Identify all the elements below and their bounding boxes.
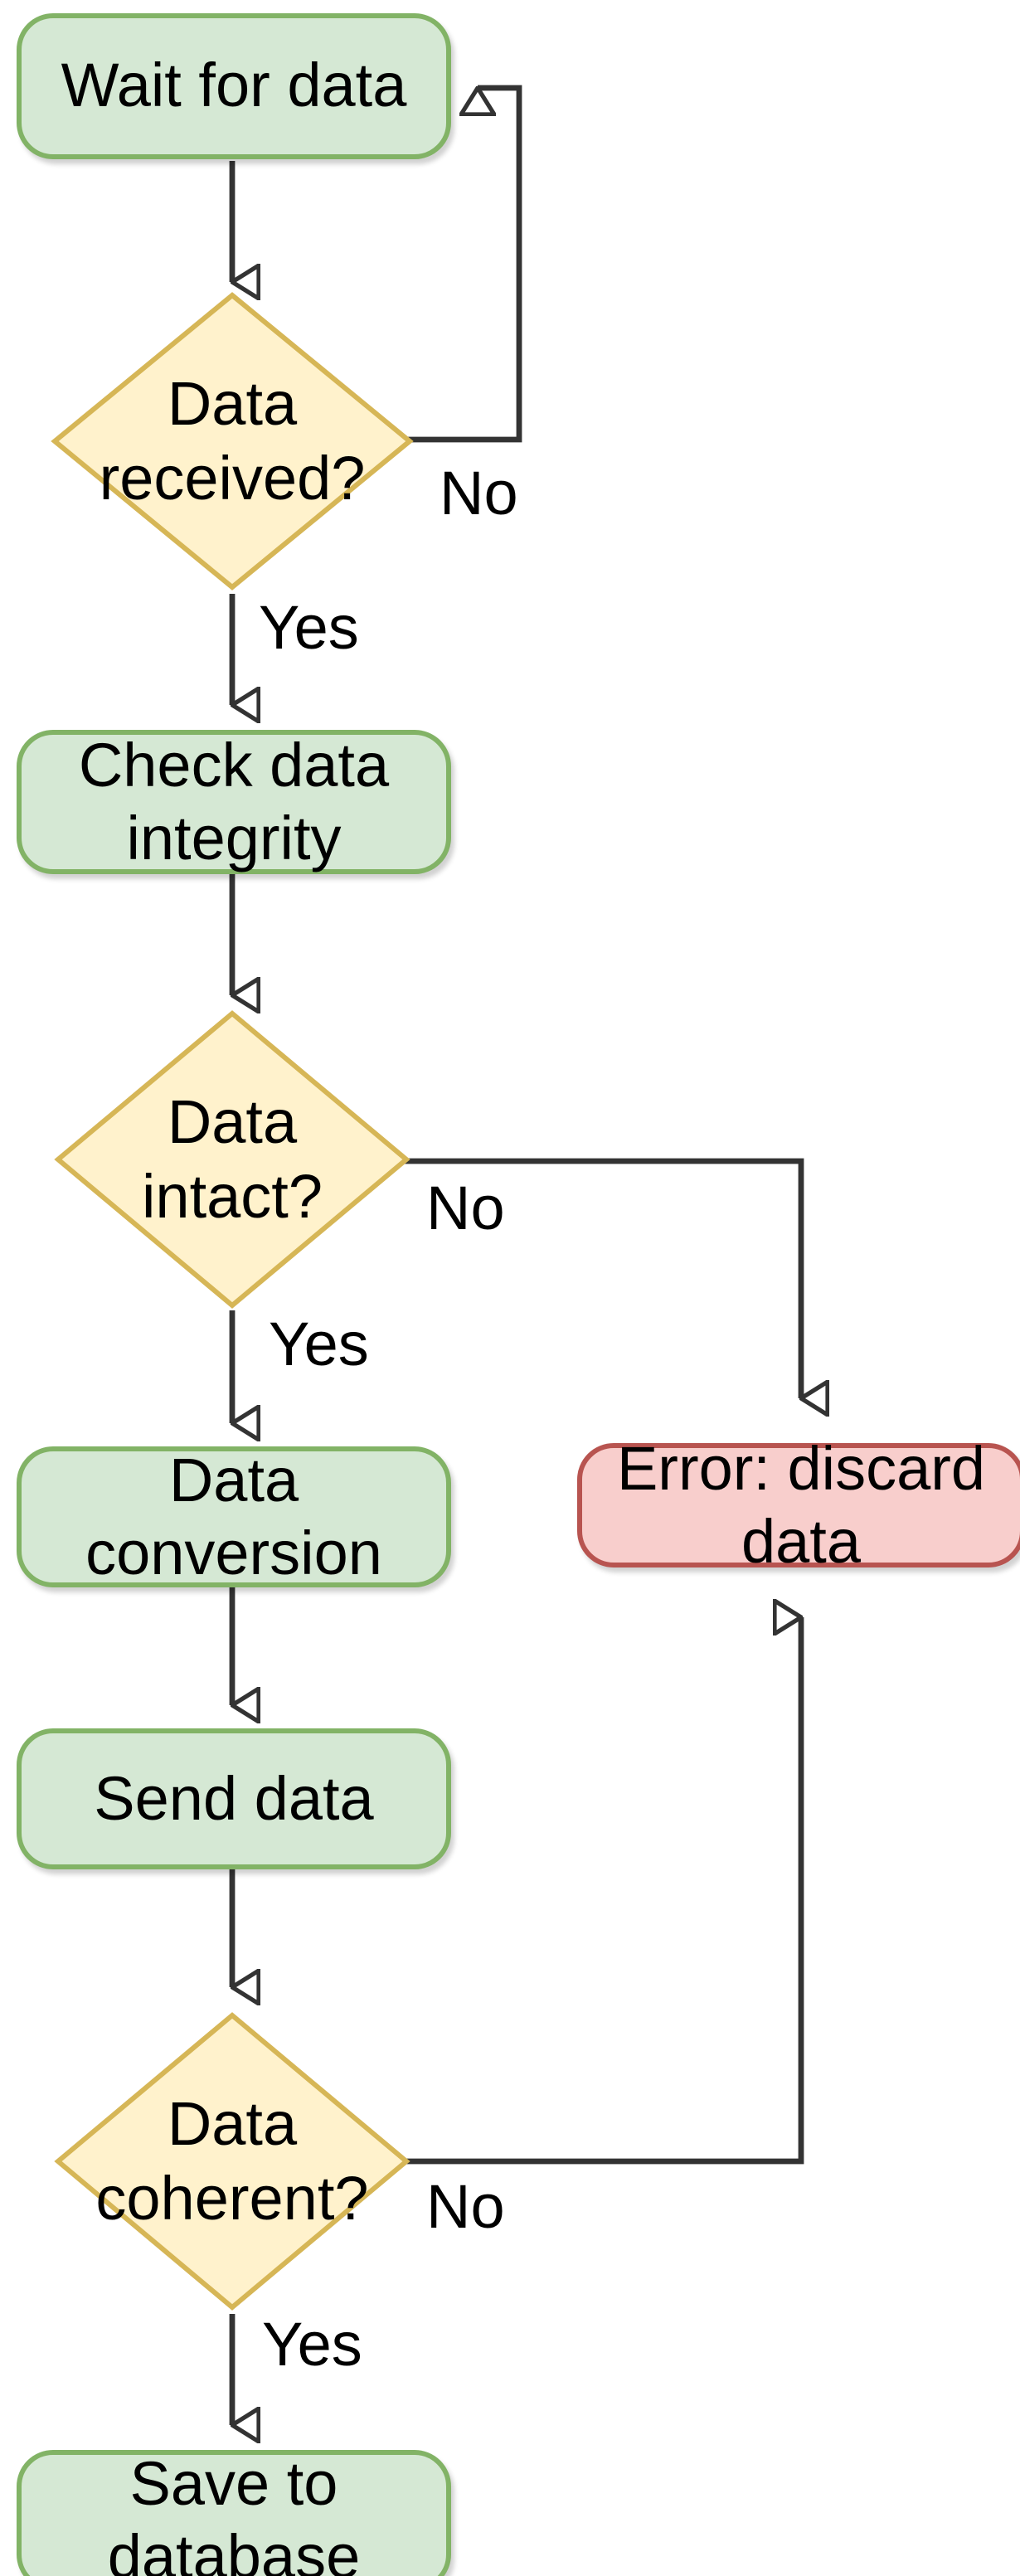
edge-label-coherent-yes: Yes [262, 2311, 362, 2379]
edge-label-intact-no: No [426, 1174, 505, 1242]
edge-received-no-to-wait [403, 85, 522, 443]
node-error-discard-data[interactable]: Error: discard data [577, 1435, 1020, 1575]
edge-intact-no-to-error [403, 1158, 801, 1398]
edge-label-intact-yes: Yes [269, 1310, 369, 1378]
edge-label-coherent-no: No [426, 2173, 505, 2241]
node-wait-for-data[interactable]: Wait for data [17, 13, 451, 159]
edge-label-received-no: No [440, 459, 518, 527]
node-data-coherent[interactable]: Data coherent? [53, 2010, 411, 2312]
edge-label-received-yes: Yes [259, 594, 359, 662]
node-label: Data received? [99, 369, 366, 513]
node-label: Data coherent? [95, 2089, 369, 2233]
node-check-data-integrity[interactable]: Check data integrity [17, 730, 451, 874]
node-data-conversion[interactable]: Data conversion [17, 1446, 451, 1587]
node-data-received[interactable]: Data received? [50, 290, 415, 592]
node-label: Check data integrity [78, 731, 390, 872]
edge-coherent-no-to-error [403, 1617, 804, 2165]
node-label: Data intact? [141, 1087, 323, 1231]
node-label: Save to database [107, 2449, 361, 2576]
node-data-intact[interactable]: Data intact? [53, 1009, 411, 1310]
node-label: Send data [94, 1764, 374, 1833]
node-label: Data conversion [85, 1446, 382, 1587]
node-label: Wait for data [61, 51, 407, 120]
node-send-data[interactable]: Send data [17, 1728, 451, 1869]
node-label: Error: discard data [616, 1434, 986, 1575]
node-save-to-database[interactable]: Save to database [17, 2450, 451, 2576]
